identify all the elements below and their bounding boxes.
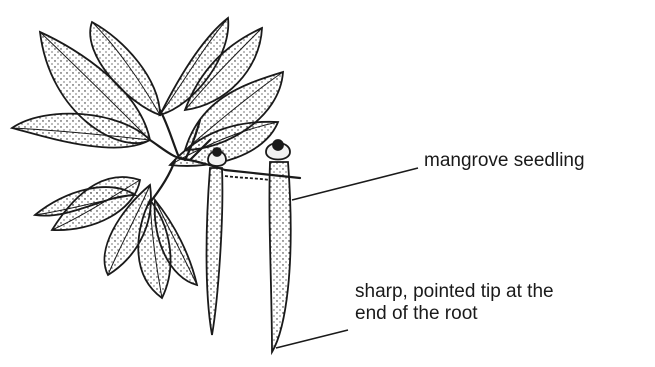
seedling-left (207, 148, 271, 335)
label-mangrove-seedling: mangrove seedling (424, 150, 585, 172)
label-root-tip-line2: end of the root (355, 303, 554, 325)
leader-line-seedling (292, 168, 418, 200)
leaf-cluster (12, 18, 283, 298)
seedling-right (266, 140, 291, 352)
leader-line-tip (276, 330, 348, 348)
label-root-tip: sharp, pointed tip at the end of the roo… (355, 281, 554, 325)
label-root-tip-line1: sharp, pointed tip at the (355, 281, 554, 303)
